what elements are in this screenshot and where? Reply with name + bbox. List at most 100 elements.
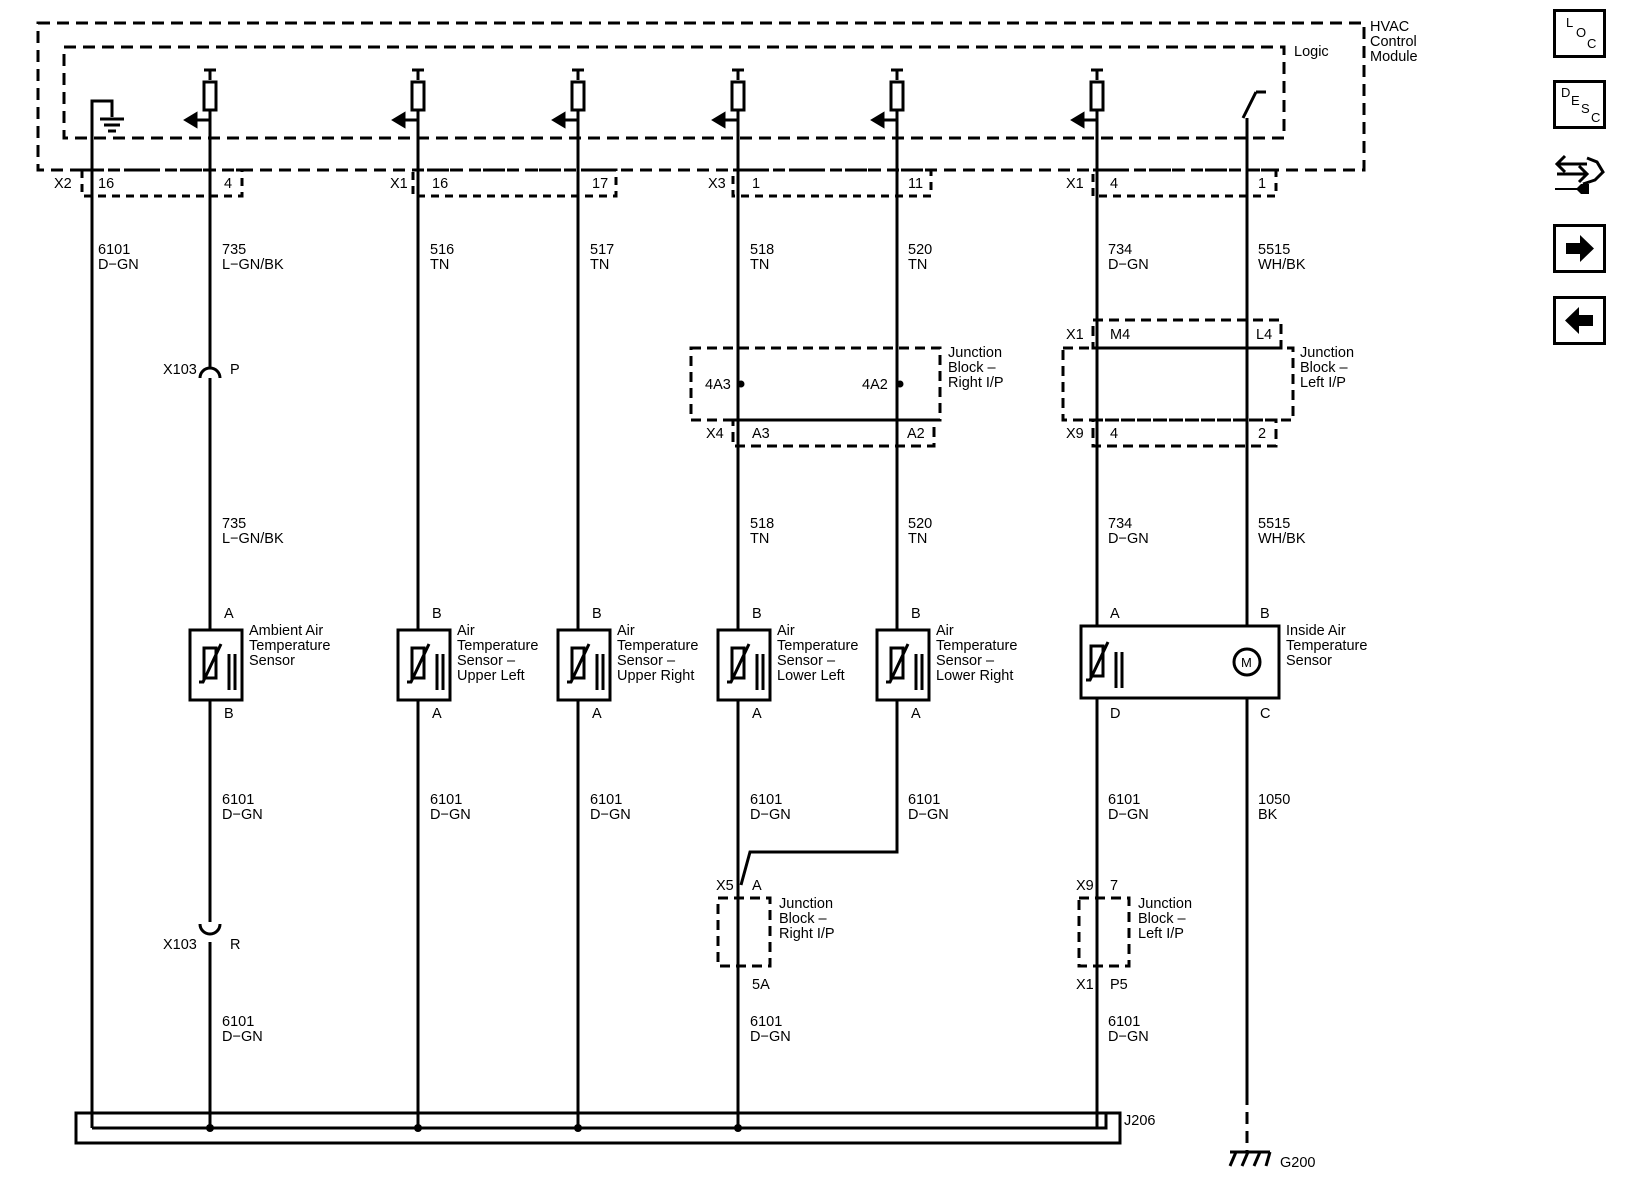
arrow-left-icon [1565, 307, 1593, 334]
module-title-line1: HVAC [1370, 19, 1409, 35]
thermistor-icon [886, 643, 924, 690]
pin-label: 17 [592, 176, 608, 192]
wire-id-label: 516 [430, 242, 454, 258]
junction-block-left-ip-lower [1077, 896, 1131, 968]
pullup-resistor-icon [391, 68, 426, 129]
desc-letter: E [1571, 93, 1580, 108]
sensor-name: Temperature [457, 638, 538, 654]
junction-block-right-ip-lower [716, 896, 772, 968]
thermistor-icon [199, 643, 237, 690]
pin-label: 5A [752, 977, 770, 993]
jb-left-lower-name-line1: Junction [1138, 896, 1192, 912]
wire-color-label: D−GN [1108, 1029, 1149, 1045]
connector-wrench-icon [1554, 154, 1605, 194]
sensor-name: Temperature [936, 638, 1017, 654]
wire-id-label: 735 [222, 516, 246, 532]
pin-label: B [752, 606, 762, 622]
connector-x103-label: X103 [163, 362, 197, 378]
wire-color-label: D−GN [98, 257, 139, 273]
connector-x1-label: X1 [1066, 176, 1084, 192]
wire-color-label: D−GN [590, 807, 631, 823]
wire-id-label: 6101 [750, 792, 782, 808]
connector-x1-label: X1 [1066, 327, 1084, 343]
module-switch-icon [1241, 90, 1266, 119]
pin-label: C [1260, 706, 1270, 722]
jb-right-name-line1: Junction [948, 345, 1002, 361]
pin-label: B [224, 706, 234, 722]
jb-right-name-line3: Right I/P [948, 375, 1004, 391]
pin-label: D [1110, 706, 1120, 722]
pin-label: 7 [1110, 878, 1118, 894]
previous-page-button[interactable] [1553, 296, 1606, 345]
connector-x1-label: X1 [1076, 977, 1094, 993]
pin-label: 11 [908, 176, 923, 192]
wire-id-label: 6101 [750, 1014, 782, 1030]
sensor-upper-left [396, 628, 452, 702]
pin-label: 4 [1110, 176, 1118, 192]
wires [90, 118, 1249, 1128]
wire-color-label: TN [908, 257, 927, 273]
wire-id-label: 5515 [1258, 242, 1290, 258]
junction-pin-dot [896, 380, 904, 388]
next-page-button[interactable] [1553, 224, 1606, 273]
sensor-name: Temperature [617, 638, 698, 654]
sensor-name: Ambient Air [249, 623, 323, 639]
thermistor-icon [727, 643, 765, 690]
wire-color-label: TN [908, 531, 927, 547]
sensor-upper-right [556, 628, 612, 702]
splice-dots [206, 1124, 742, 1132]
wire-id-label: 6101 [430, 792, 462, 808]
connector-x9-label: X9 [1076, 878, 1094, 894]
desc-letter: S [1581, 101, 1590, 116]
splice-pack-j206 [74, 1111, 1122, 1145]
pin-label: 16 [432, 176, 448, 192]
sensor-name: Upper Left [457, 668, 525, 684]
wire-color-label: D−GN [222, 807, 263, 823]
description-button[interactable]: D E S C [1553, 80, 1606, 129]
location-button[interactable]: L O C [1553, 9, 1606, 58]
sensor-name: Sensor – [617, 653, 676, 669]
wire-color-label: WH/BK [1258, 531, 1306, 547]
jb-right-lower-name-line3: Right I/P [779, 926, 835, 942]
sensor-name: Inside Air [1286, 623, 1346, 639]
pin-label: R [230, 937, 240, 953]
pullup-resistor-icon [1070, 68, 1105, 129]
logic-label: Logic [1294, 44, 1329, 60]
pin-label: B [911, 606, 921, 622]
wire-id-label: 518 [750, 242, 774, 258]
wire-id-label: 6101 [222, 792, 254, 808]
module-title-line3: Module [1370, 49, 1418, 65]
wire-id-label: 6101 [1108, 792, 1140, 808]
jb-left-name-line2: Block – [1300, 360, 1348, 376]
sensor-name: Air [457, 623, 475, 639]
pin-label: 4A2 [862, 377, 888, 393]
pullup-resistor-icon [711, 68, 746, 129]
connector-x4-label: X4 [706, 426, 724, 442]
desc-letter: C [1591, 110, 1600, 125]
pin-label: A2 [907, 426, 925, 442]
wire-color-label: D−GN [1108, 807, 1149, 823]
wire-color-label: L−GN/BK [222, 531, 284, 547]
sensor-name: Temperature [777, 638, 858, 654]
thermistor-icon [567, 643, 605, 690]
wire-id-label: 6101 [590, 792, 622, 808]
sensor-ambient-air [188, 628, 244, 702]
jb-left-name-line1: Junction [1300, 345, 1354, 361]
pin-label: 4 [224, 176, 232, 192]
ground-label: G200 [1280, 1155, 1315, 1171]
pin-label: B [592, 606, 602, 622]
wire-id-label: 1050 [1258, 792, 1290, 808]
sensor-name: Air [936, 623, 954, 639]
wire-id-label: 517 [590, 242, 614, 258]
sensor-name: Sensor [1286, 653, 1332, 669]
wire-id-label: 734 [1108, 242, 1132, 258]
pin-label: A3 [752, 426, 770, 442]
sensor-lower-left [716, 628, 772, 702]
jb-left-lower-name-line2: Block – [1138, 911, 1186, 927]
hvac-control-module [36, 21, 1366, 172]
sensor-name: Sensor [249, 653, 295, 669]
wire-color-label: D−GN [430, 807, 471, 823]
location-icon: L O C [1566, 15, 1596, 51]
connector-tool-button[interactable] [1553, 150, 1606, 199]
